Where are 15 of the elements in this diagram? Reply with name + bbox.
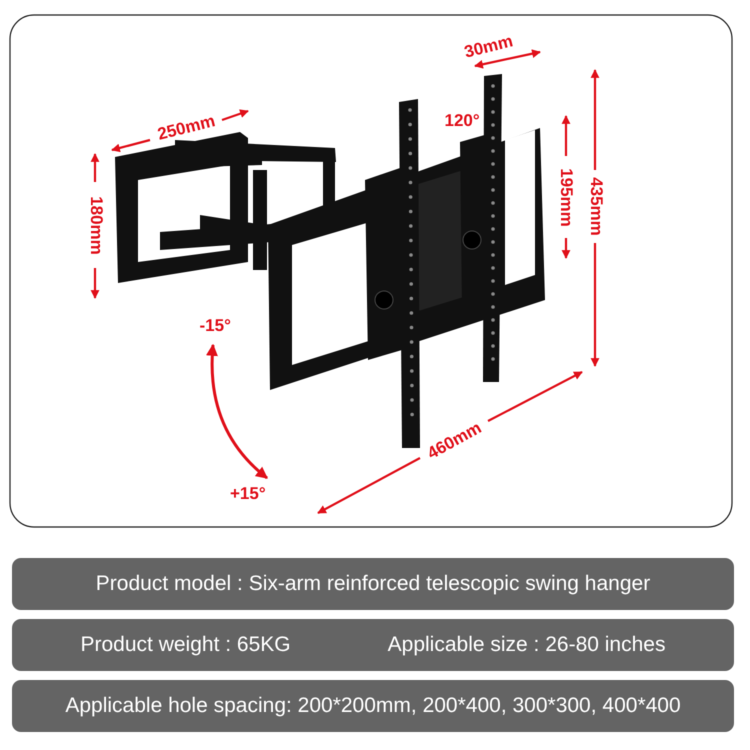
spec-text: Product weight : 65KG [80,633,291,657]
info-bar [12,680,734,732]
spec-text: Applicable size : 26-80 inches [388,633,666,657]
dimension-label: -15° [200,316,231,334]
dimension-label: 250mm [155,112,216,142]
dimension-label: 120° [444,112,480,128]
dimension-label: +15° [230,484,266,502]
info-bar [12,558,734,610]
dimension-label: 195mm [557,168,574,226]
dimension-label: 30mm [462,32,514,60]
dimension-label: 180mm [87,196,104,254]
info-bar [12,619,734,671]
spec-text: Product model : Six-arm reinforced telescopic swing hanger [96,572,650,596]
dimension-label: 435mm [587,176,604,236]
spec-text: Applicable hole spacing: 200*200mm, 200*400, 300*300, 400*400 [65,694,681,718]
